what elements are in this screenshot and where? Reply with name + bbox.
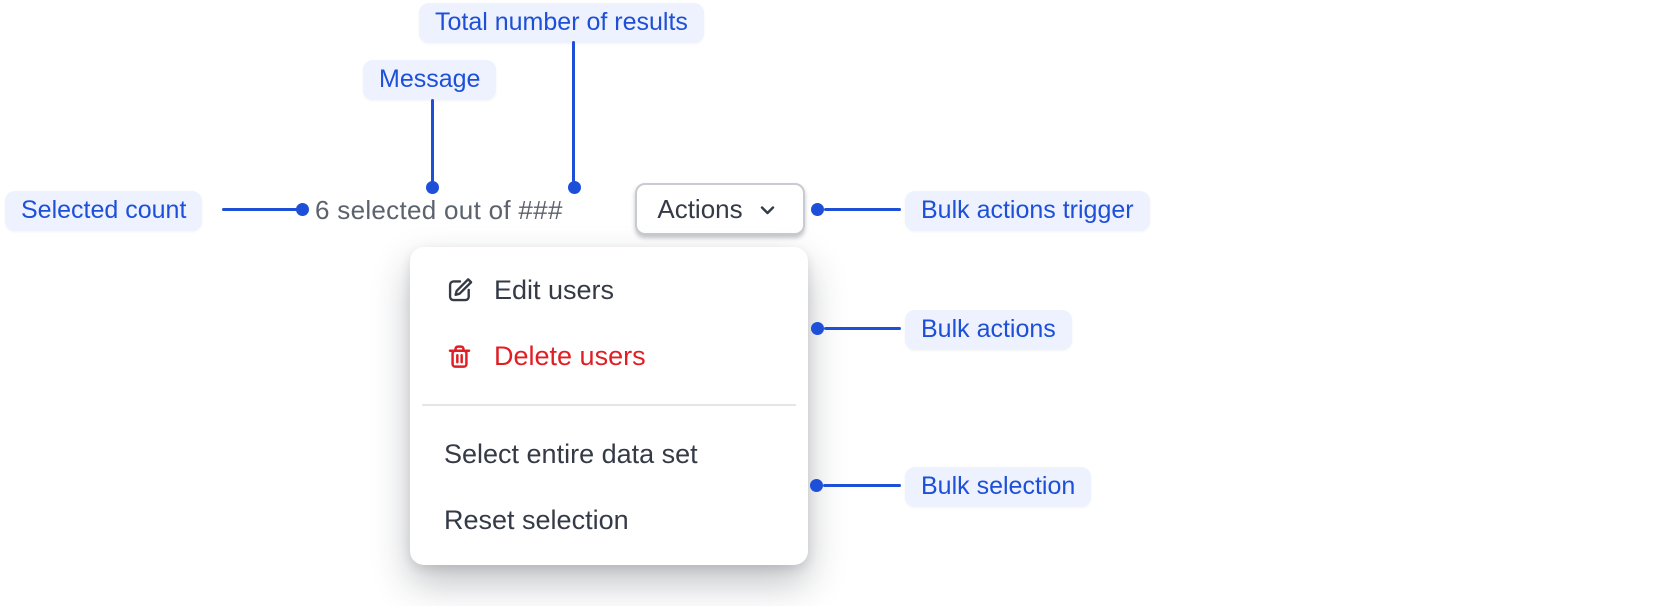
- connector-line: [823, 484, 901, 487]
- menu-item-label: Delete users: [494, 340, 646, 371]
- menu-item-delete-users[interactable]: Delete users: [410, 323, 808, 389]
- trash-icon: [444, 341, 475, 372]
- connector-dot: [811, 203, 824, 216]
- edit-icon: [444, 275, 475, 306]
- callout-bulk-actions-trigger: Bulk actions trigger: [905, 191, 1150, 231]
- connector-line: [824, 327, 901, 330]
- callout-total-number-of-results: Total number of results: [419, 3, 704, 43]
- menu-item-label: Reset selection: [444, 504, 629, 535]
- connector-dot: [296, 203, 309, 216]
- connector-line: [431, 99, 434, 183]
- callout-selected-count: Selected count: [5, 191, 203, 231]
- chevron-down-icon: [756, 199, 779, 222]
- menu-item-select-entire-data-set[interactable]: Select entire data set: [410, 421, 808, 487]
- connector-line: [572, 41, 575, 182]
- callout-message: Message: [363, 60, 497, 100]
- bulk-actions-menu: Edit users Delete users Select entire da…: [410, 247, 808, 565]
- menu-item-label: Edit users: [494, 274, 615, 305]
- callout-bulk-selection: Bulk selection: [905, 467, 1092, 507]
- menu-item-label: Select entire data set: [444, 438, 698, 469]
- menu-divider: [422, 404, 796, 406]
- menu-item-edit-users[interactable]: Edit users: [410, 257, 808, 323]
- connector-dot: [426, 181, 439, 194]
- connector-line: [222, 208, 298, 211]
- connector-dot: [810, 479, 823, 492]
- actions-button-label: Actions: [657, 193, 743, 224]
- bulk-actions-trigger-button[interactable]: Actions: [635, 183, 805, 235]
- connector-line: [824, 208, 901, 211]
- callout-bulk-actions: Bulk actions: [905, 310, 1072, 350]
- selection-message: 6 selected out of ###: [315, 195, 563, 225]
- menu-item-reset-selection[interactable]: Reset selection: [410, 487, 808, 553]
- connector-dot: [568, 181, 581, 194]
- connector-dot: [811, 322, 824, 335]
